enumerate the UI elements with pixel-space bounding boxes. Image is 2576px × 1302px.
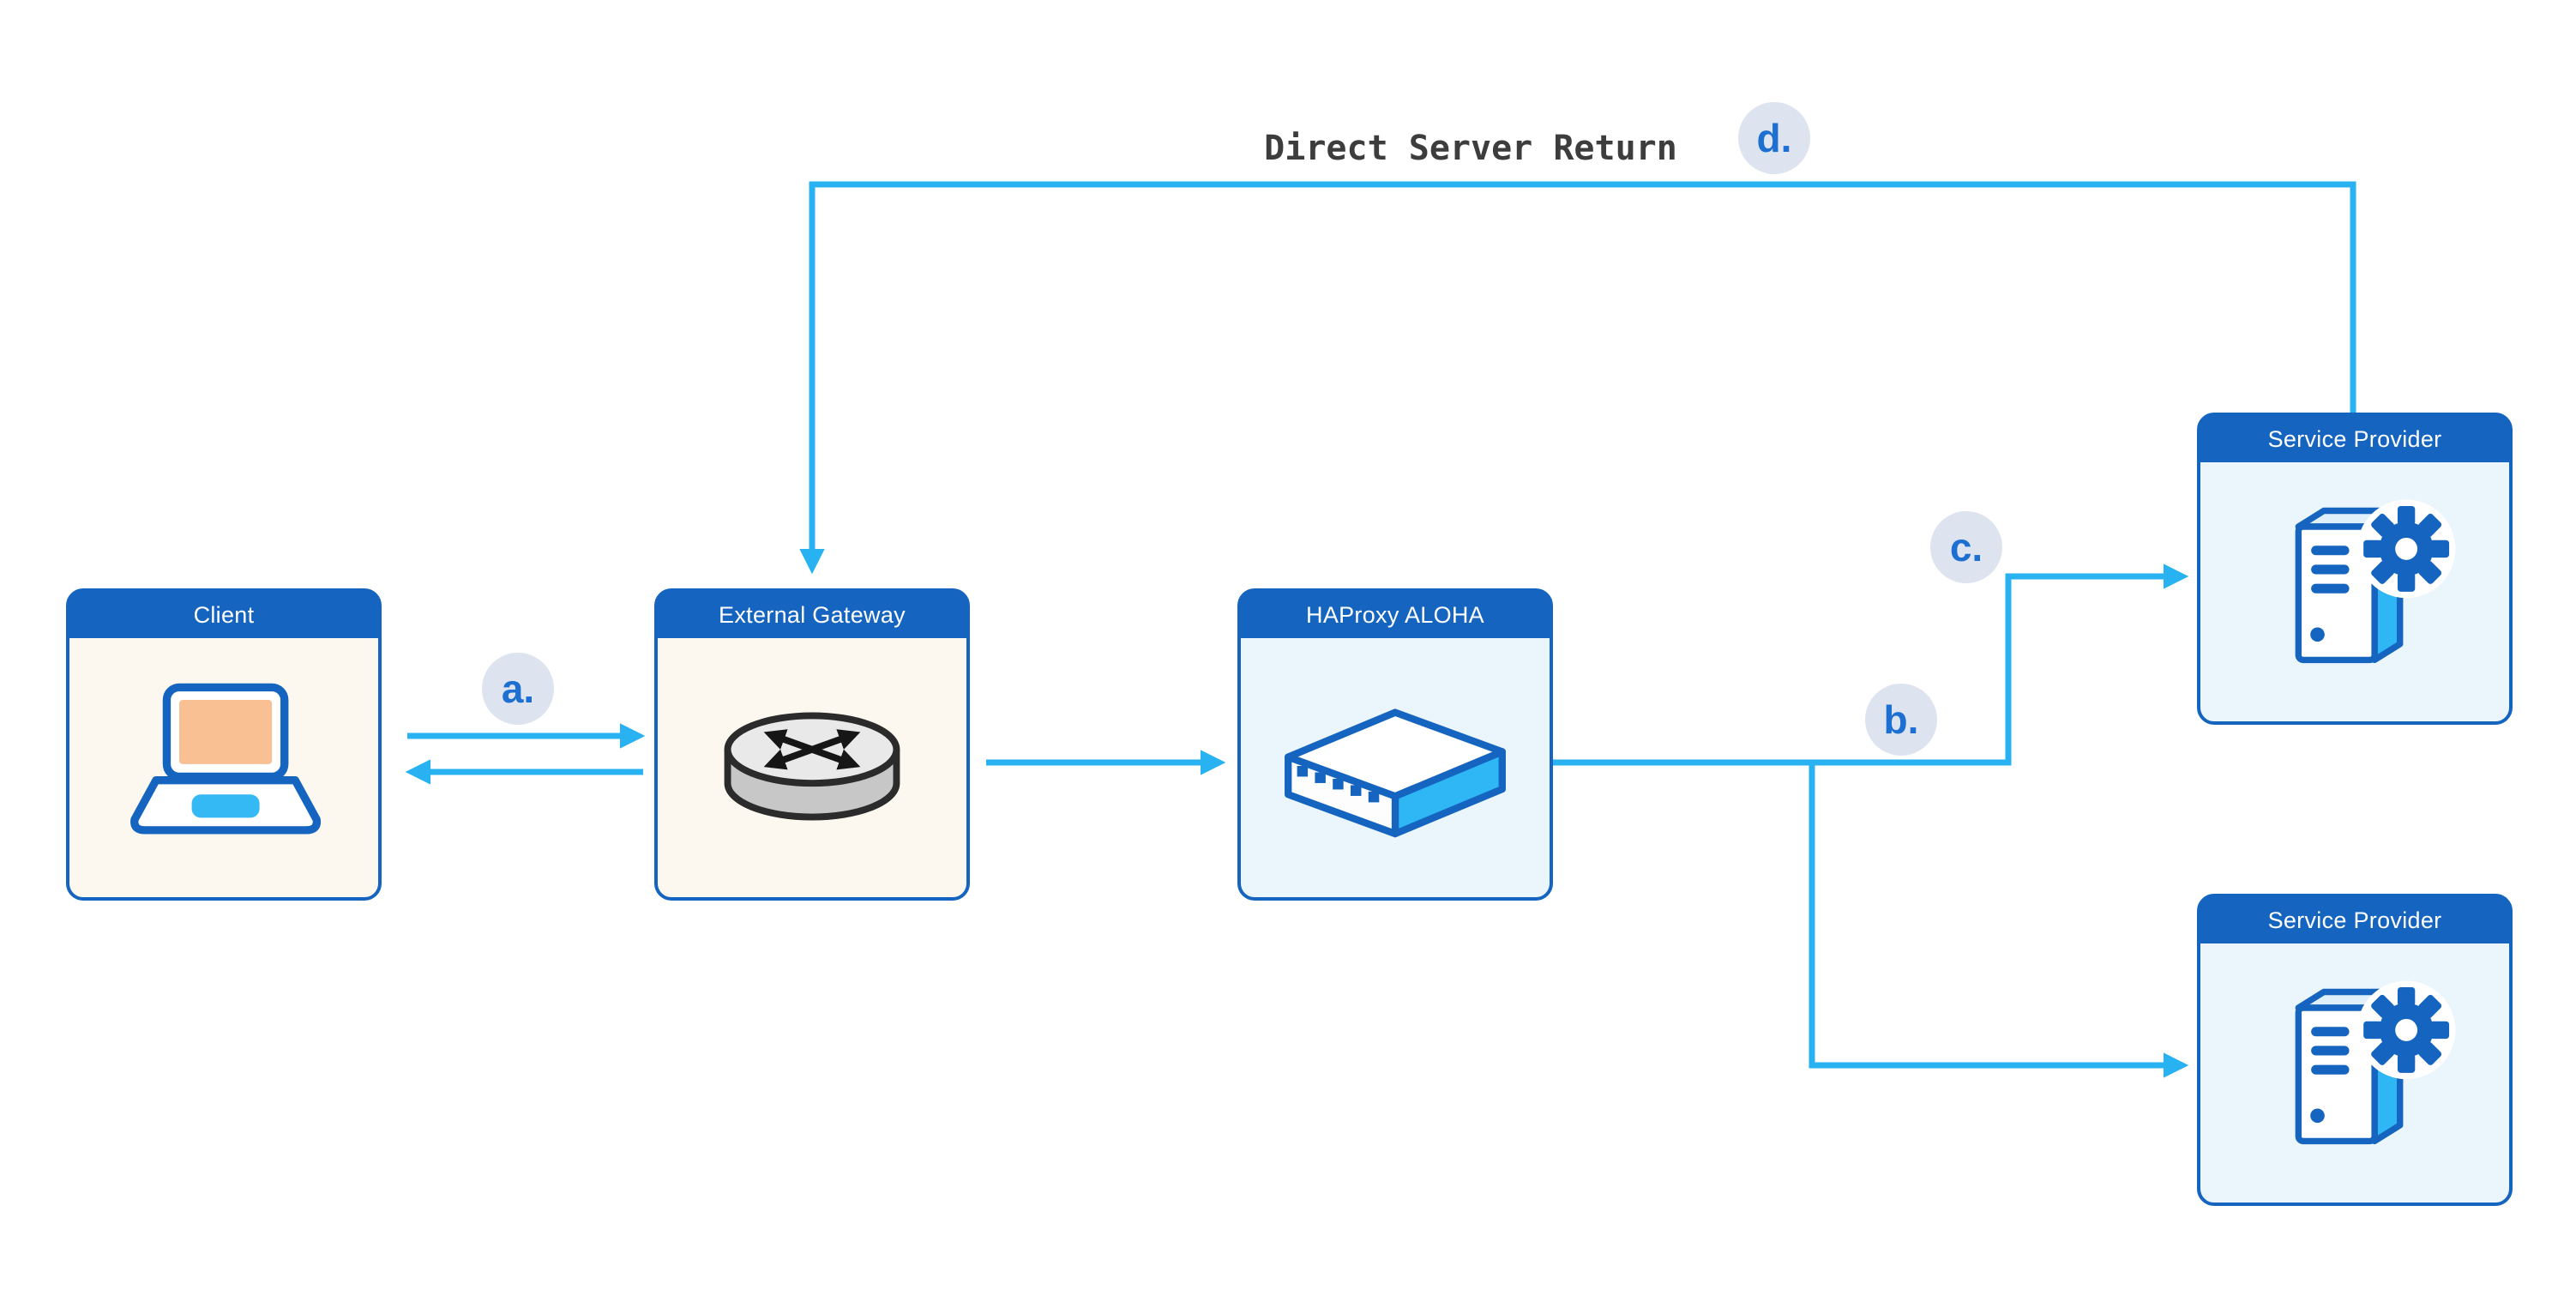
connector-direct-server-return (799, 181, 2356, 575)
laptop-icon (130, 683, 322, 835)
router-icon (724, 711, 900, 821)
step-badge-a-label: a. (501, 666, 535, 711)
node-external-gateway-label: External Gateway (719, 601, 906, 628)
node-external-gateway-body (658, 638, 966, 894)
node-haproxy-aloha-label: HAProxy ALOHA (1306, 601, 1484, 628)
node-haproxy-aloha-body (1241, 638, 1550, 894)
step-badge-b-label: b. (1883, 697, 1919, 742)
node-service-provider-bottom-label: Service Provider (2267, 907, 2442, 933)
node-service-provider-bottom: Service Provider (2197, 894, 2513, 1206)
node-service-provider-top-header: Service Provider (2200, 416, 2509, 462)
step-badge-d: d. (1738, 102, 1810, 174)
node-service-provider-top-label: Service Provider (2267, 425, 2442, 452)
node-client-header: Client (69, 592, 378, 638)
step-badge-d-label: d. (1756, 116, 1792, 160)
gear-icon (2356, 499, 2456, 599)
step-badge-a: a. (482, 653, 554, 725)
network-appliance-icon (1285, 708, 1506, 838)
connector-haproxy-to-service-provider-top (1553, 564, 2189, 766)
step-badge-c: c. (1930, 511, 2002, 583)
node-service-provider-top: Service Provider (2197, 413, 2513, 725)
node-client-body (69, 638, 378, 894)
node-service-provider-bottom-header: Service Provider (2200, 897, 2509, 943)
direct-server-return-label: Direct Server Return (1264, 129, 1677, 168)
node-client: Client (66, 588, 382, 901)
node-external-gateway: External Gateway (654, 588, 970, 901)
server-gear-icon (2295, 980, 2456, 1145)
step-badge-c-label: c. (1949, 525, 1983, 570)
connector-haproxy-to-service-provider-bottom (1809, 763, 2189, 1078)
server-gear-icon (2295, 499, 2456, 664)
node-haproxy-aloha-header: HAProxy ALOHA (1241, 592, 1550, 638)
node-client-label: Client (193, 601, 255, 628)
node-service-provider-top-body (2200, 462, 2509, 718)
node-service-provider-bottom-body (2200, 943, 2509, 1199)
step-badge-b: b. (1865, 684, 1937, 756)
node-external-gateway-header: External Gateway (658, 592, 966, 638)
node-haproxy-aloha: HAProxy ALOHA (1237, 588, 1553, 901)
gear-icon (2356, 980, 2456, 1080)
